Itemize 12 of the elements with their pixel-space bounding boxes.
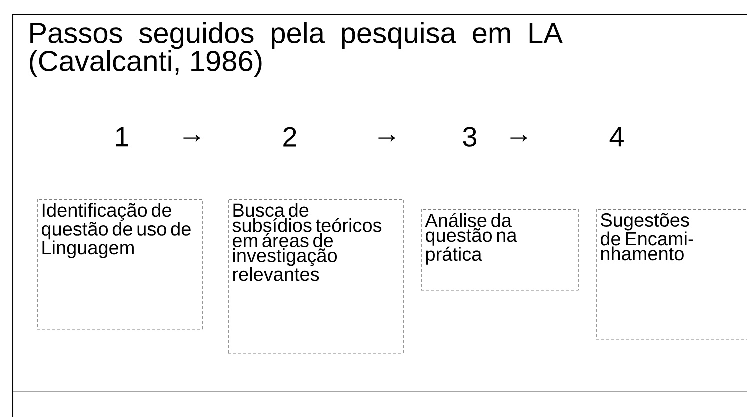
step-label: 4 <box>610 127 624 147</box>
title: Passos seguidos pela pesquisa em LA (Cavalcanti, 1986) <box>30 22 563 78</box>
step-label: → <box>378 135 396 142</box>
step-box: Identificação de questão de uso de Linguagem <box>37 199 203 330</box>
step-label: → <box>184 135 200 142</box>
step-box: Análise da questão na prática <box>421 209 579 291</box>
step-box: Sugestões de Encami- nhamento <box>596 209 747 340</box>
step-label: 2 <box>284 127 296 147</box>
step-box: Busca de subsídios teóricos em áreas de investigação relevantes <box>228 199 404 354</box>
step-label: → <box>510 135 528 142</box>
step-label: 3 <box>463 127 477 147</box>
step-label: 1 <box>116 127 128 147</box>
